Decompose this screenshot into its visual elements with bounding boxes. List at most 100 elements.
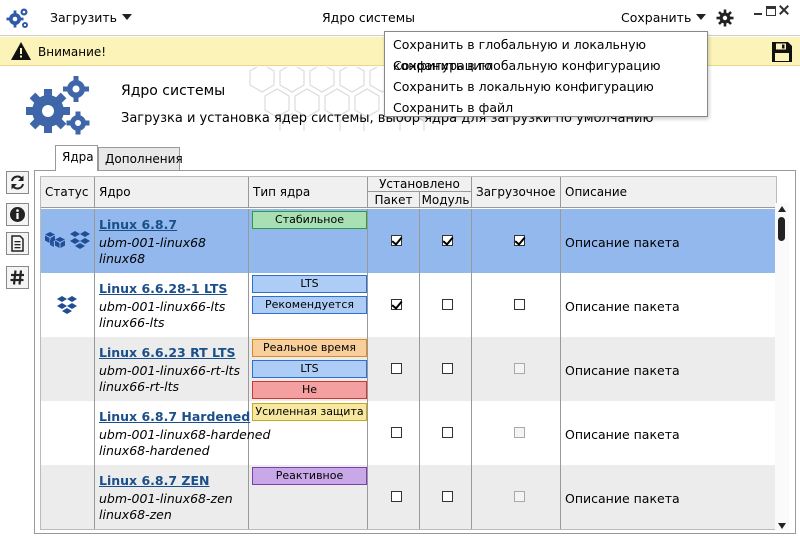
kernel-package: ubm-001-linux66-lts: [99, 299, 226, 314]
module-cell: [420, 401, 472, 465]
save-global-local-item[interactable]: Сохранить в глобальную и локальную конфи…: [393, 37, 647, 73]
vertical-scrollbar[interactable]: [775, 203, 789, 531]
table-header: Статус Ядро Тип ядра Установлено Пакет М…: [41, 177, 776, 208]
chevron-down-icon: [122, 14, 132, 20]
save-menu-button[interactable]: Сохранить: [621, 10, 707, 25]
tab-kernels[interactable]: Ядра: [55, 145, 98, 171]
module-checkbox[interactable]: [442, 235, 453, 246]
package-checkbox[interactable]: [391, 363, 402, 374]
package-cell: [368, 337, 420, 401]
boot-cell: [472, 273, 561, 337]
col-description[interactable]: Описание: [565, 185, 628, 199]
hash-icon: [10, 270, 24, 285]
kernel-short-name: linux68: [99, 251, 146, 266]
status-cell: [41, 209, 95, 273]
module-checkbox[interactable]: [442, 363, 453, 374]
boot-cell: [472, 209, 561, 273]
col-boot[interactable]: Загрузочное: [472, 177, 561, 208]
kernel-name-link[interactable]: Linux 6.8.7 Hardened: [99, 409, 251, 424]
packages-icon: [45, 232, 65, 248]
kernel-cell: [95, 401, 249, 465]
boot-checkbox[interactable]: [514, 299, 525, 310]
package-checkbox[interactable]: [391, 299, 402, 310]
kernel-cell: [95, 273, 249, 337]
kernel-type-cell: [249, 209, 368, 273]
kernel-cell: [95, 337, 249, 401]
kernel-type-cell: [249, 465, 368, 529]
package-checkbox[interactable]: [391, 427, 402, 438]
kernel-name-link[interactable]: Linux 6.8.7: [99, 217, 178, 232]
col-installed: Установлено: [368, 177, 472, 192]
table-row[interactable]: Linux 6.6.23 RT LTS ubm-001-linux66-rt-l…: [41, 337, 776, 412]
scrollbar-thumb[interactable]: [778, 217, 785, 241]
module-checkbox[interactable]: [442, 299, 453, 310]
status-cell: [41, 337, 95, 401]
col-kernel-type[interactable]: Тип ядра: [249, 177, 368, 208]
badge-recommended: Рекомендуется: [252, 296, 367, 314]
description-text: Описание пакета: [565, 427, 680, 442]
kernel-short-name: linux66-rt-lts: [99, 379, 180, 394]
kernel-cell: [95, 465, 249, 529]
refresh-button[interactable]: [6, 171, 29, 194]
tab-addons[interactable]: Дополнения: [98, 147, 183, 170]
kernel-gears-icon: [26, 76, 90, 135]
table-row[interactable]: Linux 6.8.7 Hardened ubm-001-linux68-har…: [41, 401, 776, 465]
module-cell: [420, 273, 472, 337]
col-kernel[interactable]: Ядро: [95, 177, 249, 208]
window-controls: [752, 4, 798, 18]
kernel-package: ubm-001-linux68: [99, 235, 207, 250]
document-button[interactable]: [6, 232, 29, 255]
module-checkbox[interactable]: [442, 427, 453, 438]
scroll-up-icon[interactable]: [778, 206, 786, 212]
warning-text: Внимание!: [38, 45, 107, 59]
col-module[interactable]: Модуль: [420, 192, 472, 208]
maximize-icon[interactable]: [766, 6, 776, 16]
boot-cell: [472, 401, 561, 465]
table-row[interactable]: Linux 6.6.28-1 LTS ubm-001-linux66-lts l…: [41, 273, 776, 337]
floppy-disk-icon[interactable]: [771, 41, 793, 63]
kernel-short-name: linux68-zen: [99, 507, 172, 522]
window-title: Ядро системы: [322, 10, 416, 25]
badge-unsupported: Не поддерживается: [252, 381, 367, 412]
module-cell: [420, 337, 472, 401]
kernel-name-link[interactable]: Linux 6.6.23 RT LTS: [99, 345, 236, 360]
col-status[interactable]: Статус: [41, 177, 95, 208]
package-cell: [368, 465, 420, 529]
boot-cell: [472, 465, 561, 529]
table-row[interactable]: Linux 6.8.7 ZEN ubm-001-linux68-zen linu…: [41, 465, 776, 529]
kernel-cell: [95, 209, 249, 273]
package-checkbox[interactable]: [391, 491, 402, 502]
hash-button[interactable]: [6, 266, 29, 289]
kernels-table: Статус Ядро Тип ядра Установлено Пакет М…: [40, 176, 777, 530]
page-title: Ядро системы: [121, 83, 226, 99]
info-button[interactable]: [6, 203, 29, 226]
status-cell: [41, 465, 95, 529]
document-icon: [11, 235, 24, 252]
col-package[interactable]: Пакет: [368, 192, 420, 208]
kernels-panel: Статус Ядро Тип ядра Установлено Пакет М…: [34, 170, 796, 534]
gear-icon[interactable]: [716, 9, 734, 27]
save-file-item[interactable]: Сохранить в файл: [393, 100, 514, 115]
title-bar: Загрузить Ядро системы Сохранить: [0, 0, 800, 36]
module-cell: [420, 209, 472, 273]
kernel-type-cell: [249, 337, 368, 401]
kernel-short-name: linux66-lts: [99, 315, 165, 330]
scroll-down-icon[interactable]: [778, 523, 786, 529]
close-icon[interactable]: [778, 4, 790, 16]
app-gears-icon[interactable]: [6, 6, 30, 30]
table-row[interactable]: Linux 6.8.7 ubm-001-linux68 linux68 Стаб…: [41, 209, 776, 273]
save-global-item[interactable]: Сохранить в глобальную конфигурацию: [393, 58, 661, 73]
kernel-package: ubm-001-linux66-rt-lts: [99, 363, 240, 378]
boot-checkbox[interactable]: [514, 235, 525, 246]
module-checkbox[interactable]: [442, 491, 453, 502]
save-local-item[interactable]: Сохранить в локальную конфигурацию: [393, 79, 654, 94]
load-menu-button[interactable]: Загрузить: [50, 10, 132, 25]
badge-lts: LTS: [252, 360, 367, 378]
package-checkbox[interactable]: [391, 235, 402, 246]
minimize-icon[interactable]: [752, 4, 764, 16]
kernel-name-link[interactable]: Linux 6.6.28-1 LTS: [99, 281, 228, 296]
package-cell: [368, 273, 420, 337]
kernel-name-link[interactable]: Linux 6.8.7 ZEN: [99, 473, 210, 488]
dropbox-icon: [70, 231, 90, 249]
description-text: Описание пакета: [565, 491, 680, 506]
